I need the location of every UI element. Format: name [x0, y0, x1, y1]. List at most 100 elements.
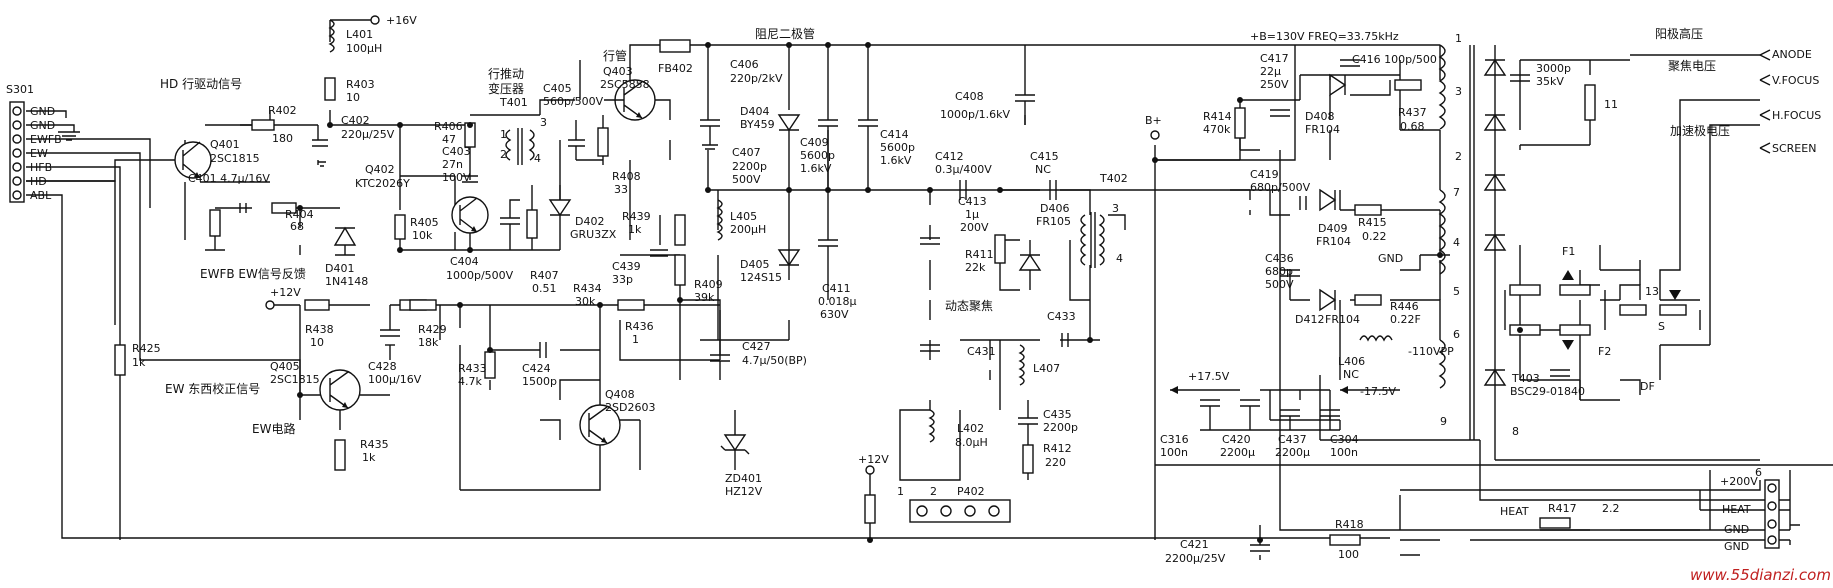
- q402-transistor: [451, 196, 489, 234]
- unit-c414: 1.6kV: [880, 154, 912, 167]
- value-c408: 1000p/1.6kV: [940, 108, 1011, 121]
- label-r439: R439: [622, 210, 651, 223]
- label-t402: T402: [1099, 172, 1128, 185]
- label-r403: R403: [346, 78, 375, 91]
- label-d402: D402: [575, 215, 604, 228]
- c3000-capacitor: [1510, 74, 1530, 82]
- c431-capacitor: [920, 344, 940, 352]
- label-c431: C431: [967, 345, 996, 358]
- d406-diode: [1018, 240, 1042, 290]
- value-l402: 8.0μH: [955, 436, 988, 449]
- value-r429: 18k: [418, 336, 439, 349]
- r-bias-resistor: [209, 209, 221, 237]
- value-l405: 200μH: [730, 223, 766, 236]
- r436-resistor: [617, 299, 645, 311]
- label-ew-circ: EW电路: [252, 421, 295, 436]
- label-c427: C427: [742, 340, 771, 353]
- value-c403: 27n: [442, 158, 463, 171]
- value-c419: 680p/500V: [1250, 181, 1311, 194]
- label-d408: D408: [1305, 110, 1334, 123]
- c404-capacitor: [500, 217, 520, 225]
- label-q402: Q402: [365, 163, 395, 176]
- label-r418: R418: [1335, 518, 1364, 531]
- label-r446: R446: [1390, 300, 1419, 313]
- label-r425: R425: [132, 342, 161, 355]
- label-r406: R406: [434, 120, 463, 133]
- label-r407: R407: [530, 269, 559, 282]
- label-c428: C428: [368, 360, 397, 373]
- r408-resistor: [597, 127, 609, 157]
- label-c421: C421: [1180, 538, 1209, 551]
- value-r446: 0.22F: [1390, 313, 1421, 326]
- label-drv-t1: 行推动: [488, 67, 524, 81]
- label-q403: Q403: [603, 65, 633, 78]
- value-c316: 100n: [1160, 446, 1188, 459]
- label-drv-t2: 变压器: [488, 81, 524, 96]
- label-ew-corr: EW 东西校正信号: [165, 381, 260, 396]
- value-c436: 680p: [1265, 265, 1293, 278]
- label-s: S: [1658, 320, 1665, 333]
- value-r435: 1k: [362, 451, 376, 464]
- c401-capacitor: [239, 203, 247, 213]
- label-r434: R434: [573, 282, 602, 295]
- label-r438: R438: [305, 323, 334, 336]
- label-r405: R405: [410, 216, 439, 229]
- c417-capacitor: [1270, 109, 1290, 117]
- label-c435: C435: [1043, 408, 1072, 421]
- value-r438: 10: [310, 336, 324, 349]
- fbt-pin6: 6: [1453, 328, 1460, 341]
- label-c424: C424: [522, 362, 551, 375]
- label-c304: C304: [1330, 433, 1359, 446]
- label-11: 11: [1604, 98, 1618, 111]
- q405-transistor: [319, 369, 361, 411]
- label-c439: C439: [612, 260, 641, 273]
- p402-pin1: 1: [897, 485, 904, 498]
- unit-c409: 1.6kV: [800, 162, 832, 175]
- t402-pin3: 3: [1112, 202, 1119, 215]
- label-n175: -17.5V: [1360, 385, 1396, 398]
- label-r429: R429: [418, 323, 447, 336]
- r414-resistor: [1234, 107, 1246, 139]
- c419-capacitor: [1299, 196, 1307, 210]
- d402-diode: [548, 185, 572, 250]
- label-anode-cn: 阳极高压: [1655, 26, 1703, 41]
- r409-resistor: [674, 254, 686, 286]
- value-l401: 100μH: [346, 42, 382, 55]
- label-v200: +200V: [1720, 475, 1758, 488]
- label-v16: +16V: [386, 14, 417, 27]
- value-c420: 2200μ: [1220, 446, 1255, 459]
- value-c414: 5600p: [880, 141, 915, 154]
- d401-diode: [333, 226, 357, 256]
- c414-capacitor: [858, 119, 878, 127]
- value-r425: 1k: [132, 356, 146, 369]
- type-d402: GRU3ZX: [570, 228, 617, 241]
- label-q401: Q401: [210, 138, 240, 151]
- label-hd-drive: HD 行驱动信号: [160, 77, 242, 91]
- r446-resistor: [1354, 294, 1382, 306]
- value-r411: 22k: [965, 261, 986, 274]
- q403-transistor: [604, 79, 656, 121]
- value-r409: 39k: [694, 291, 715, 304]
- label-c408: C408: [955, 90, 984, 103]
- label-c417: C417: [1260, 52, 1289, 65]
- value-r439: 1k: [628, 223, 642, 236]
- t402-pin4: 4: [1116, 252, 1123, 265]
- t401-transformer: [505, 128, 535, 165]
- d404-damper-diode: [777, 114, 801, 132]
- c424-capacitor: [539, 342, 547, 358]
- label-r408: R408: [612, 170, 641, 183]
- label-v12a: +12V: [270, 286, 301, 299]
- label-r437: R437: [1398, 106, 1427, 119]
- t401-pin2: 2: [500, 148, 507, 161]
- label-c3000: 3000p: [1536, 62, 1571, 75]
- label-c406: C406: [730, 58, 759, 71]
- type-d405: 124S15: [740, 271, 782, 284]
- fbt-pin5: 5: [1453, 285, 1460, 298]
- label-c411: C411: [822, 282, 851, 295]
- r415-resistor: [1354, 204, 1382, 216]
- bplus-terminal: [1150, 130, 1160, 140]
- label-f2: F2: [1598, 345, 1611, 358]
- label-s301: S301: [6, 83, 34, 96]
- label-f1: F1: [1562, 245, 1575, 258]
- label-r412: R412: [1043, 442, 1072, 455]
